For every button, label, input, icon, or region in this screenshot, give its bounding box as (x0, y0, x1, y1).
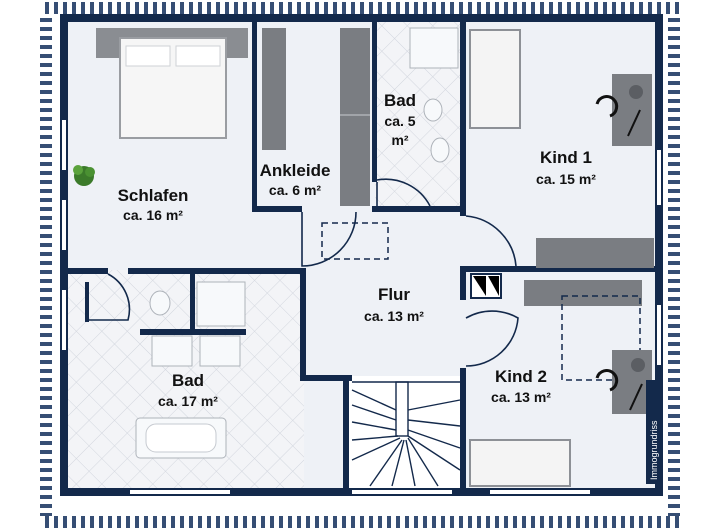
plant-icon (73, 165, 95, 186)
doors (88, 178, 519, 367)
wardrobes (262, 28, 370, 206)
label-bad-small-area-1: ca. 5 (384, 113, 415, 129)
side-label: Immogrundriss (646, 380, 662, 484)
label-kind1-area: ca. 15 m² (536, 171, 596, 187)
door-bad-large (88, 273, 131, 321)
label-bad-large-area: ca. 17 m² (158, 393, 218, 409)
side-label-text: Immogrundriss (649, 420, 659, 480)
bad-small-fixtures (409, 27, 459, 163)
label-schlafen-name: Schlafen (118, 186, 189, 205)
door-kind2 (465, 310, 519, 367)
label-kind2-name: Kind 2 (495, 367, 547, 386)
kind1-furniture (469, 29, 654, 268)
door-kind1 (465, 215, 517, 267)
bed-double (96, 28, 248, 139)
label-bad-small-name: Bad (384, 91, 416, 110)
flur-details (321, 222, 502, 299)
label-flur-name: Flur (378, 285, 410, 304)
room-labels: Schlafen ca. 16 m² Ankleide ca. 6 m² Bad… (118, 91, 597, 409)
label-ankleide-area: ca. 6 m² (269, 182, 321, 198)
label-bad-small-area-2: m² (391, 132, 408, 148)
kind2-furniture (469, 280, 652, 487)
label-ankleide-name: Ankleide (260, 161, 331, 180)
label-kind1-name: Kind 1 (540, 148, 592, 167)
label-schlafen-area: ca. 16 m² (123, 207, 183, 223)
label-flur-area: ca. 13 m² (364, 308, 424, 324)
bad-large-fixtures (135, 281, 246, 459)
label-kind2-area: ca. 13 m² (491, 389, 551, 405)
windows (62, 120, 661, 494)
door-bad-small (376, 178, 431, 207)
staircase (351, 381, 461, 487)
label-bad-large-name: Bad (172, 371, 204, 390)
roof-slope-hatching (40, 2, 680, 528)
